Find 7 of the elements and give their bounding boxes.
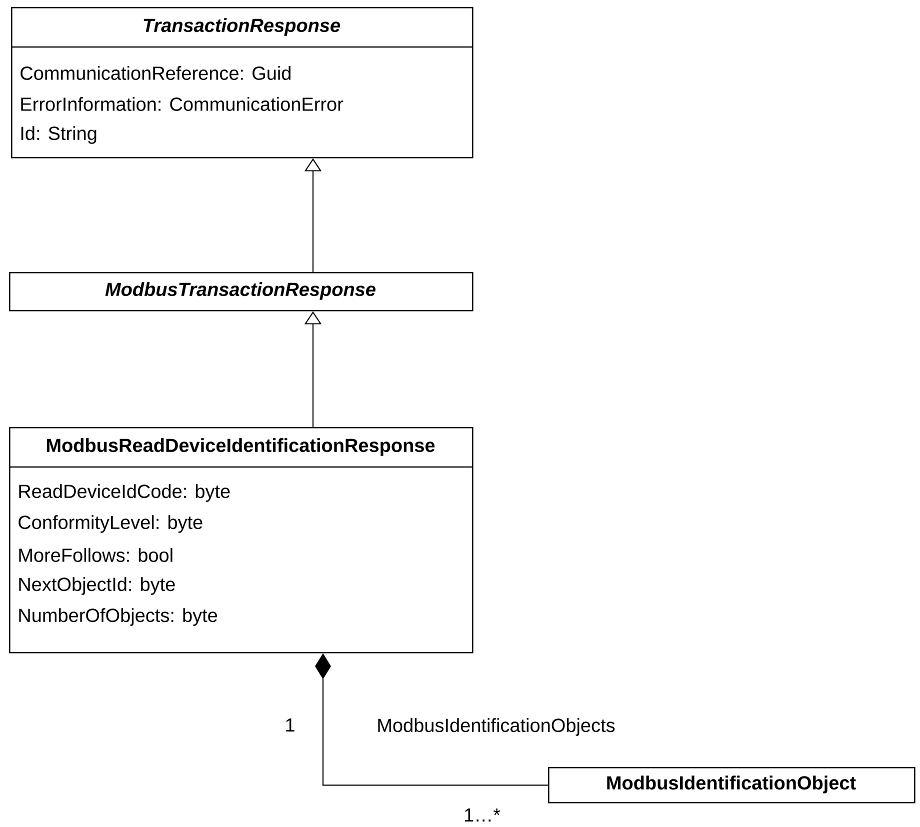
edge-label: ModbusIdentificationObjects (376, 717, 616, 737)
multiplicity-label: 1…* (464, 808, 500, 822)
class-box: ModbusTransactionResponse (9, 272, 474, 312)
class-box: ModbusReadDeviceIdentificationResponse ReadDeviceIdCode: byte ConformityLevel: byte MoreFollows: bool NextObjectId: byte NumberOfObjects: byte (9, 427, 474, 654)
multiplicity-label: 1 (286, 718, 294, 732)
class-box: TransactionResponse CommunicationReference: Guid ErrorInformation: CommunicationError Id: String (11, 6, 474, 158)
class-box: ModbusIdentificationObject (548, 767, 916, 804)
